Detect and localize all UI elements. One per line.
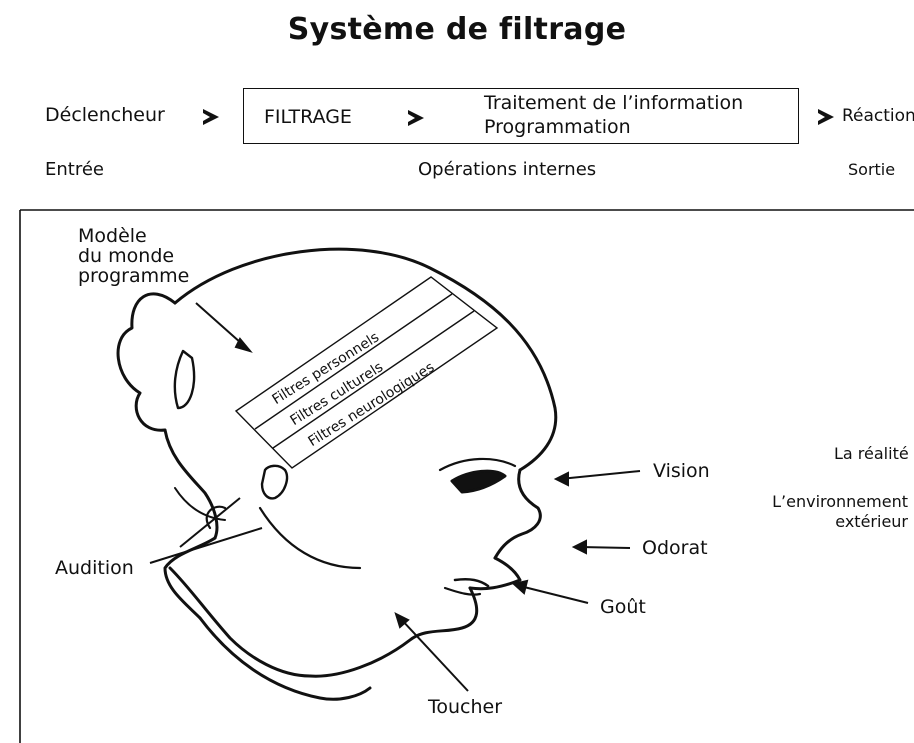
head-illustration-panel: Modèle du monde programme Filtres person… <box>0 208 914 743</box>
environment-label-1: L’environnement <box>772 492 908 511</box>
trigger-label: Déclencheur <box>45 104 165 126</box>
vision-label: Vision <box>653 460 710 482</box>
internal-operations-label: Opérations internes <box>418 159 596 180</box>
touch-label: Toucher <box>428 696 502 718</box>
filtering-label: FILTRAGE <box>264 106 352 128</box>
head-drawing <box>118 249 556 699</box>
hearing-label: Audition <box>55 557 134 579</box>
world-model-label-3: programme <box>78 266 189 286</box>
programming-label: Programmation <box>484 116 631 138</box>
world-model-label-2: du monde <box>78 246 174 266</box>
arrow-right-icon <box>818 109 834 125</box>
smell-label: Odorat <box>642 537 708 559</box>
world-model-label-1: Modèle <box>78 226 147 246</box>
environment-label-2: extérieur <box>835 512 908 531</box>
diagram-title: Système de filtrage <box>0 12 914 47</box>
taste-label: Goût <box>600 596 646 618</box>
input-label: Entrée <box>45 159 104 180</box>
reaction-label: Réaction <box>842 106 914 126</box>
arrow-right-icon <box>203 109 219 125</box>
head-illustration <box>0 208 914 743</box>
output-label: Sortie <box>848 160 895 179</box>
processing-label: Traitement de l’information <box>484 92 743 114</box>
arrow-right-icon <box>408 110 424 126</box>
reality-label: La réalité <box>834 444 909 463</box>
